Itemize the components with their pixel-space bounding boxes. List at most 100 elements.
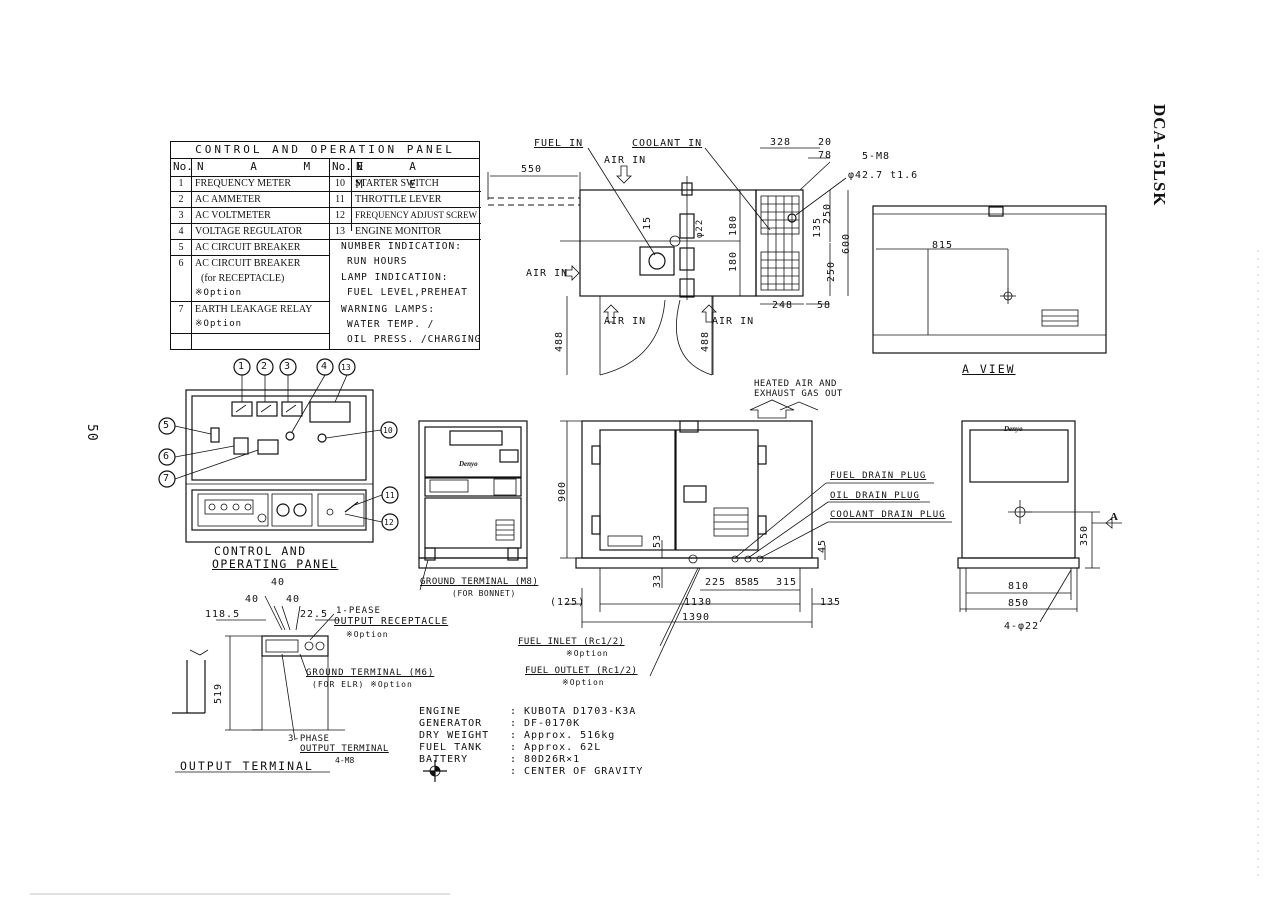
row-no: 13 [335,226,345,237]
dim: 900 [557,480,568,502]
panel-caption: OPERATING PANEL [212,557,339,571]
row-name: ENGINE MONITOR [355,226,442,237]
receptacle-label: OUTPUT RECEPTACLE [334,616,449,627]
fuel-inlet-label: FUEL INLET (Rc1/2) [518,637,625,647]
air-in-label: AIR IN [604,155,647,166]
three-phase-label: OUTPUT TERMINAL [300,744,389,754]
row-name: VOLTAGE REGULATOR [195,226,303,237]
side-logo: Denyo [1004,425,1023,433]
dim: 1130 [684,597,713,608]
callout: 6 [163,451,171,462]
dim: 815 [932,240,954,251]
spec-value: KUBOTA D1703-K3A [524,706,637,717]
monitor-line: RUN HOURS [347,256,408,267]
col-divider [351,158,352,231]
dim: 328 [770,137,792,148]
dim: 78 [818,150,833,161]
output-terminal-drawing [172,595,345,773]
row-no: 11 [335,194,345,205]
spec-sep: : [510,766,518,777]
dim: 350 [1079,524,1090,546]
spec-value: 80D26R×1 [524,754,581,765]
spec-value: DF-0170K [524,718,581,729]
header-name-left: N A M E [197,160,384,173]
row-name: FREQUENCY ADJUST SCREW [355,210,478,220]
spec-key: BATTERY [419,754,469,765]
ground-m6-note: (FOR ELR) ※Option [312,680,413,689]
page-number: 50 [84,424,99,442]
spec-sep: : [510,706,518,717]
view-marker-a: A [1110,511,1118,523]
coolant-drain-plug-label: COOLANT DRAIN PLUG [830,510,946,520]
dim: φ42.7 t1.6 [848,170,919,181]
control-panel-drawing [158,358,399,543]
monitor-line: WARNING LAMPS: [341,304,436,315]
spec-sep: : [510,718,518,729]
monitor-line: LAMP INDICATION: [341,272,449,283]
ground-m6-label: GROUND TERMINAL (M6) [306,668,435,678]
front-panel-logo: Denyo [459,460,478,468]
dim: 250 [822,202,833,224]
header-no-left: No. [173,160,193,173]
dim: 250 [826,260,837,282]
top-view-drawing [487,147,849,376]
three-phase-label: 3-PHASE [288,734,330,744]
callout: 4 [321,361,329,372]
panel-caption: CONTROL AND [214,544,307,558]
callout: 10 [383,426,393,435]
dim: 45 [817,538,828,553]
row-no: 3 [178,210,184,221]
dim: (125) [550,597,586,608]
row-name: AC CIRCUIT BREAKER [195,242,301,253]
dim: 8585 [735,577,760,588]
callout: 7 [163,473,171,484]
col-divider [191,158,192,349]
output-terminal-caption: OUTPUT TERMINAL [180,759,314,773]
dim: 225 [705,577,727,588]
row-name: FREQUENCY METER [195,178,292,189]
center-of-gravity-icon [423,760,447,782]
dim: 550 [521,164,543,175]
row-no: 2 [178,194,184,205]
dim: 40 [271,577,286,588]
dim: 22.5 [300,609,329,620]
callout: 12 [384,518,394,527]
callout: 3 [284,361,292,372]
spec-sep: : [510,730,518,741]
side-view-drawing [957,420,1122,623]
row-no: 6 [178,258,184,269]
table-title: CONTROL AND OPERATION PANEL [171,142,479,159]
dim: 248 [772,300,794,311]
dim: 20 [818,137,833,148]
row-option: ※Option [195,319,243,329]
center-of-gravity-label: CENTER OF GRAVITY [524,766,644,777]
receptacle-option: ※Option [346,630,389,639]
a-view-drawing [872,205,1107,354]
spec-value: Approx. 62L [524,742,602,753]
callout: 13 [341,363,351,372]
model-title: DCA-15LSK [1150,104,1169,207]
header-name-right: N A M E [356,160,436,191]
dim: 5-M8 [862,151,891,162]
air-in-label: AIR IN [604,316,647,327]
row-no: 12 [335,210,345,221]
callout: 1 [238,361,246,372]
row-name: EARTH LEAKAGE RELAY [195,304,313,315]
air-in-label: AIR IN [526,268,569,279]
monitor-line: OIL PRESS. /CHARGING [347,334,482,345]
coolant-in-label: COOLANT IN [632,138,703,149]
header-no-right: No. [332,160,352,173]
ground-terminal-label: GROUND TERMINAL (M8) [420,577,539,587]
row-name: AC CIRCUIT BREAKER [195,258,301,269]
dim: 118.5 [205,609,241,620]
spec-sep: : [510,742,518,753]
dim: 1390 [682,612,711,623]
monitor-line: NUMBER INDICATION: [341,241,462,252]
callout: 2 [261,361,269,372]
fuel-outlet-label: FUEL OUTLET (Rc1/2) [525,666,638,676]
spec-value: Approx. 516kg [524,730,616,741]
fuel-outlet-option: ※Option [562,678,605,687]
dim: 4-φ22 [1004,621,1040,632]
front-panel-drawing [418,420,528,591]
